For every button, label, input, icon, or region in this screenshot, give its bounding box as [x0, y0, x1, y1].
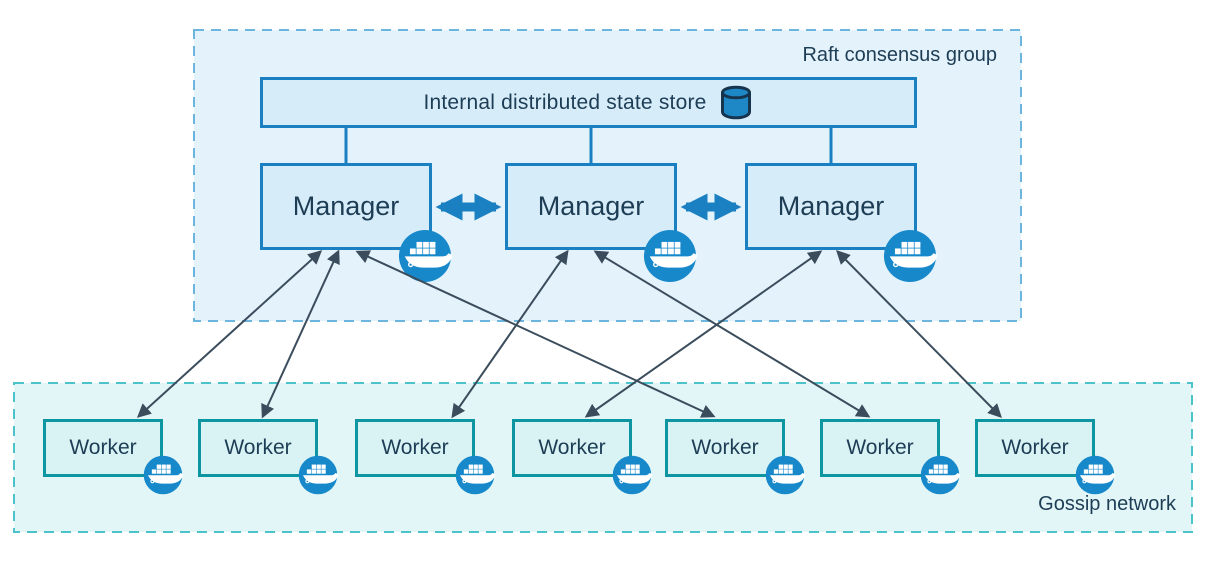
docker-whale-icon: [455, 455, 495, 495]
state-store-box: Internal distributed state store: [260, 77, 917, 128]
manager-label: Manager: [292, 191, 400, 221]
docker-whale-icon: [398, 229, 452, 283]
worker-label: Worker: [846, 436, 914, 459]
worker-label: Worker: [691, 436, 759, 459]
docker-whale-icon: [765, 455, 805, 495]
link-manager1-worker2: [261, 249, 340, 419]
worker-node-4: Worker: [512, 419, 652, 495]
docker-whale-icon: [143, 455, 183, 495]
link-manager1-worker1: [136, 250, 323, 418]
worker-node-2: Worker: [198, 419, 338, 495]
docker-whale-icon: [883, 229, 937, 283]
link-manager2-worker6: [593, 250, 871, 418]
worker-label: Worker: [538, 436, 606, 459]
manager-node-2: Manager: [505, 163, 697, 283]
docker-whale-icon: [920, 455, 960, 495]
worker-label: Worker: [69, 436, 137, 459]
worker-label: Worker: [224, 436, 292, 459]
manager-label: Manager: [537, 191, 645, 221]
docker-whale-icon: [643, 229, 697, 283]
raft-group-label: Raft consensus group: [802, 44, 997, 66]
worker-label: Worker: [1001, 436, 1069, 459]
link-manager3-worker4: [584, 250, 823, 418]
manager-label: Manager: [777, 191, 885, 221]
docker-whale-icon: [612, 455, 652, 495]
docker-whale-icon: [298, 455, 338, 495]
state-store-label: Internal distributed state store: [423, 90, 707, 114]
link-manager2-worker3: [451, 249, 569, 419]
worker-node-5: Worker: [665, 419, 805, 495]
worker-node-3: Worker: [355, 419, 495, 495]
database-icon: [720, 85, 751, 120]
manager-node-1: Manager: [260, 163, 452, 283]
worker-node-6: Worker: [820, 419, 960, 495]
worker-label: Worker: [381, 436, 449, 459]
worker-node-1: Worker: [43, 419, 183, 495]
gossip-network-label: Gossip network: [1038, 493, 1176, 515]
manager-node-3: Manager: [745, 163, 937, 283]
docker-whale-icon: [1075, 455, 1115, 495]
worker-node-7: Worker: [975, 419, 1115, 495]
